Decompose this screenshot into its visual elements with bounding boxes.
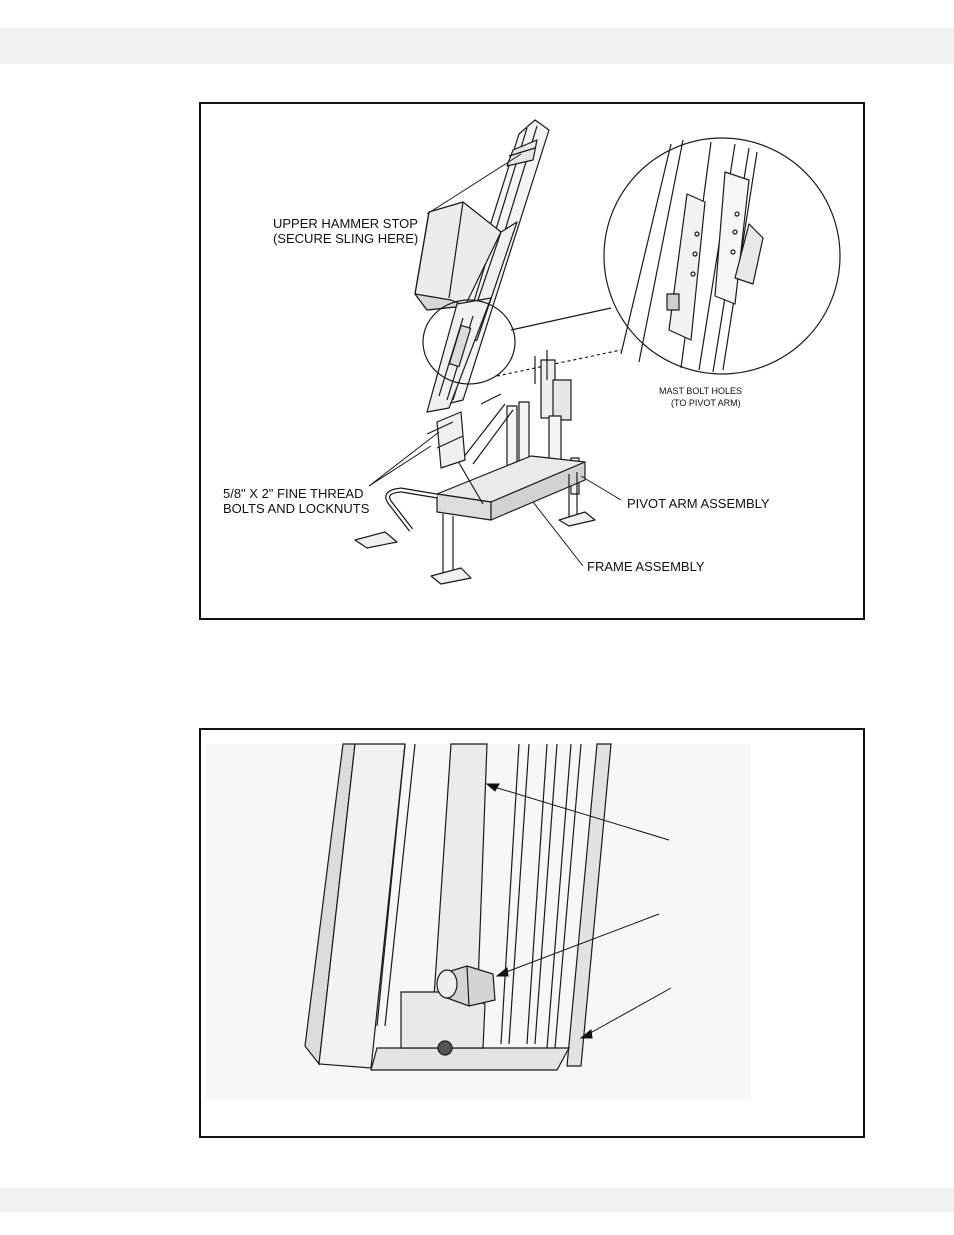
footer-band bbox=[0, 1188, 954, 1212]
callout-arrows bbox=[485, 783, 672, 1039]
label-secure-sling: (SECURE SLING HERE) bbox=[273, 231, 418, 246]
frame bbox=[354, 403, 596, 585]
header-band bbox=[0, 28, 954, 64]
label-bolts-locknuts: BOLTS AND LOCKNUTS bbox=[223, 501, 370, 516]
leader-lines bbox=[368, 153, 622, 567]
label-fine-thread-bolts: 5/8" X 2" FINE THREAD bbox=[223, 486, 363, 501]
label-pivot-arm-assembly: PIVOT ARM ASSEMBLY bbox=[627, 496, 770, 511]
mast-channel bbox=[304, 743, 612, 1071]
assembly-drawing: UPPER HAMMER STOP (SECURE SLING HERE) MA… bbox=[223, 119, 841, 585]
label-to-pivot-arm: (TO PIVOT ARM) bbox=[671, 398, 741, 408]
label-mast-bolt-holes: MAST BOLT HOLES bbox=[659, 386, 742, 396]
assembly-diagram: UPPER HAMMER STOP (SECURE SLING HERE) MA… bbox=[199, 102, 865, 620]
detail-callout bbox=[422, 137, 841, 385]
label-frame-assembly: FRAME ASSEMBLY bbox=[587, 559, 705, 574]
mast-closeup-image bbox=[199, 728, 865, 1138]
label-upper-hammer-stop: UPPER HAMMER STOP bbox=[273, 216, 418, 231]
bolts bbox=[426, 393, 502, 449]
lower-mast bbox=[426, 297, 492, 413]
mast-closeup-drawing bbox=[207, 743, 751, 1100]
